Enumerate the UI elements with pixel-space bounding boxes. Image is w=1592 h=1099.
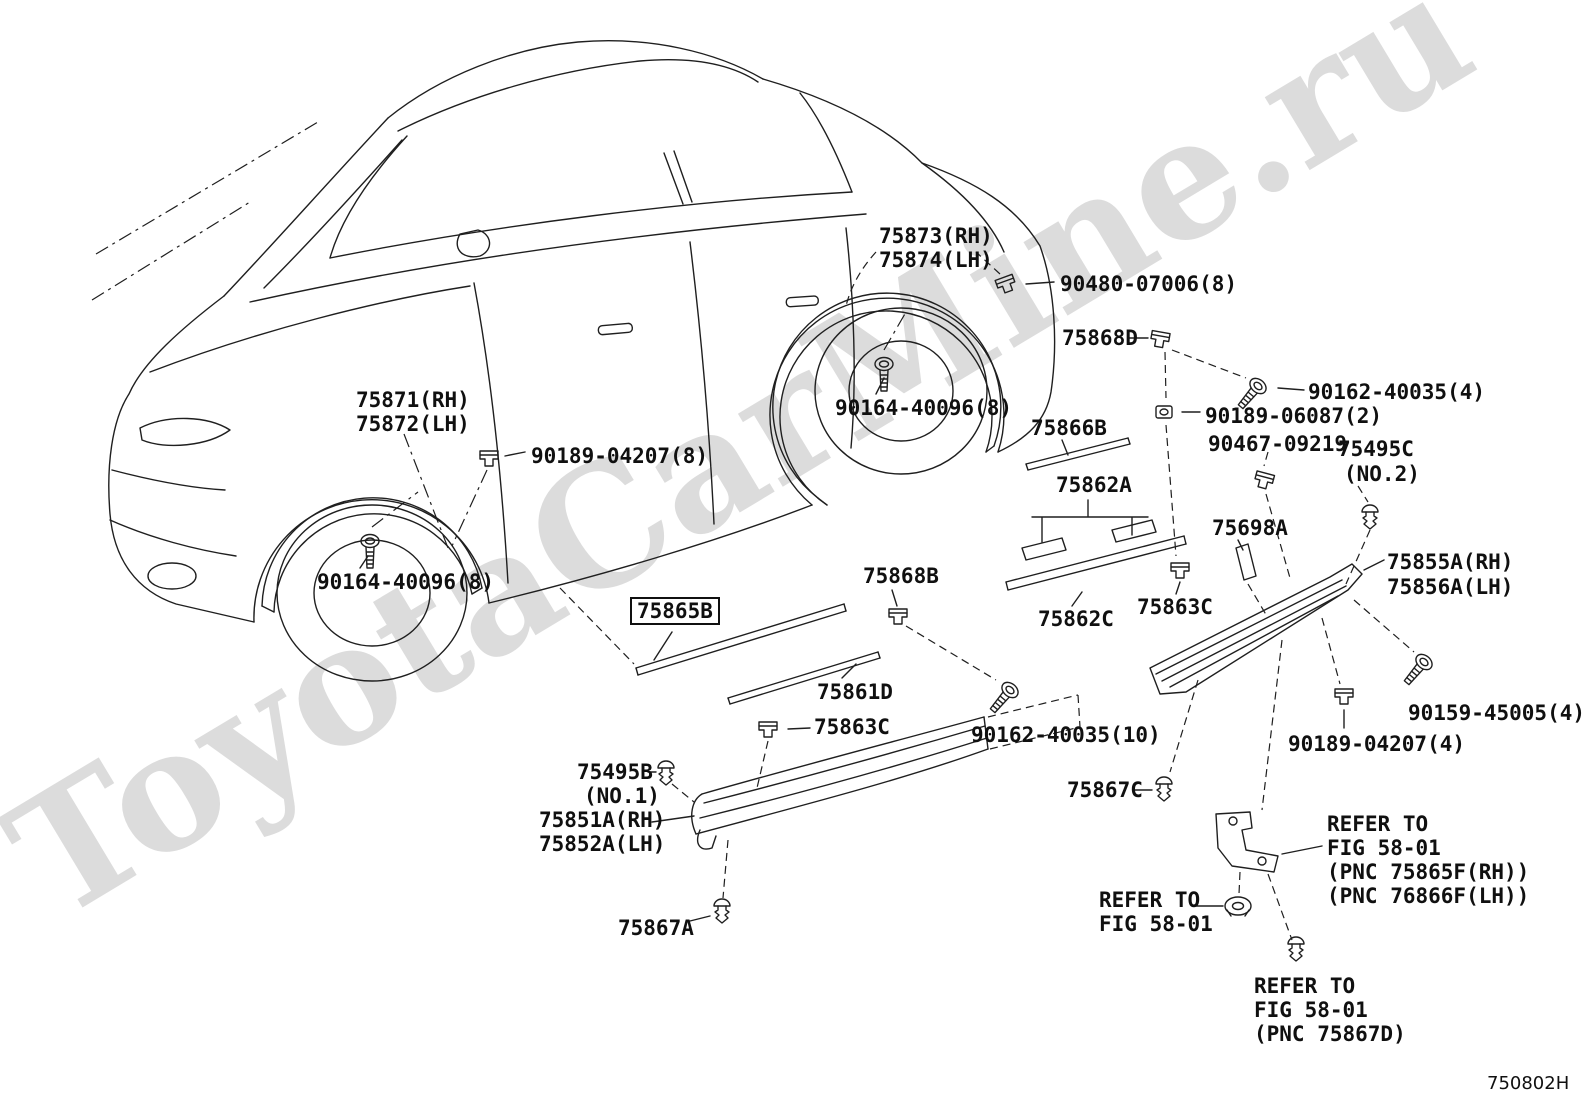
label-90189-04207-8: 90189-04207(8) <box>531 444 709 468</box>
label-75855a-rh: 75855A(RH) <box>1387 550 1514 574</box>
label-90467-09219: 90467-09219 <box>1208 432 1348 456</box>
note-refer1-line3: (PNC 75865F(RH)) <box>1327 860 1530 884</box>
label-90480-07006: 90480-07006(8) <box>1060 272 1238 296</box>
label-75863c-right: 75863C <box>1137 595 1213 619</box>
label-75866b: 75866B <box>1031 416 1107 440</box>
car-drawing <box>91 40 1056 682</box>
label-75865b-selected: 75865B <box>630 597 720 625</box>
label-75495c: 75495C <box>1338 437 1414 461</box>
label-75851a-rh: 75851A(RH) <box>539 808 666 832</box>
label-90189-06087: 90189-06087(2) <box>1205 404 1383 428</box>
strip-75862c <box>1005 535 1187 591</box>
note-refer2-line2: FIG 58-01 <box>1099 912 1213 936</box>
label-75868d: 75868D <box>1062 326 1138 350</box>
grommet-75495b <box>657 760 675 786</box>
moulding-front-fender <box>261 497 483 613</box>
screw-90164-40096-rear <box>874 356 894 392</box>
note-refer1-line2: FIG 58-01 <box>1327 836 1441 860</box>
label-75863c-left: 75863C <box>814 715 890 739</box>
clip-75863c-right <box>1170 562 1190 579</box>
label-75698a: 75698A <box>1212 516 1288 540</box>
clip-90189-04207-8 <box>479 450 499 467</box>
grommet-75867a <box>713 898 731 924</box>
clip-75868b <box>888 608 908 625</box>
label-75868b: 75868B <box>863 564 939 588</box>
label-75861d: 75861D <box>817 680 893 704</box>
note-refer1-line1: REFER TO <box>1327 812 1429 836</box>
leader-lines <box>359 251 1415 941</box>
note-refer2-line1: REFER TO <box>1099 888 1201 912</box>
label-75871-rh: 75871(RH) <box>356 388 470 412</box>
label-75852a-lh: 75852A(LH) <box>539 832 666 856</box>
label-90162-40035-10: 90162-40035(10) <box>971 723 1161 747</box>
bracket-refer1 <box>1215 811 1279 873</box>
label-75873-rh: 75873(RH) <box>879 224 993 248</box>
label-90189-04207-4: 90189-04207(4) <box>1288 732 1466 756</box>
label-75867c: 75867C <box>1067 778 1143 802</box>
pads-75862a <box>1021 499 1157 561</box>
grommet-75495c <box>1361 504 1379 530</box>
note-refer3-line1: REFER TO <box>1254 974 1356 998</box>
strip-75866b <box>1025 437 1131 471</box>
label-90159-45005: 90159-45005(4) <box>1408 701 1586 725</box>
clip-90189-04207-4 <box>1334 688 1354 705</box>
label-75872-lh: 75872(LH) <box>356 412 470 436</box>
note-refer3-line3: (PNC 75867D) <box>1254 1022 1406 1046</box>
note-refer3-line2: FIG 58-01 <box>1254 998 1368 1022</box>
label-90164-40096-front: 90164-40096(8) <box>317 570 495 594</box>
grommet-75867c <box>1155 776 1173 802</box>
grommet-refer2 <box>1224 896 1252 917</box>
note-refer1-line4: (PNC 76866F(LH)) <box>1327 884 1530 908</box>
moulding-parts <box>635 437 1363 917</box>
rocker-panel-75851a <box>691 694 1081 850</box>
label-75874-lh: 75874(LH) <box>879 248 993 272</box>
label-75862a: 75862A <box>1056 473 1132 497</box>
sill-75855a <box>1149 563 1363 695</box>
grommet-refer3 <box>1287 936 1305 962</box>
label-90162-40035-4: 90162-40035(4) <box>1308 380 1486 404</box>
label-75862c: 75862C <box>1038 607 1114 631</box>
fastener-parts <box>360 273 1436 962</box>
nut-90189-06087 <box>1155 405 1173 419</box>
label-75495b: 75495B <box>577 760 653 784</box>
label-75495b-no1: (NO.1) <box>584 784 660 808</box>
moulding-rear-fender <box>772 292 1002 506</box>
clip-75868d <box>1149 329 1171 350</box>
clip-90467-09219 <box>1252 470 1276 491</box>
strip-75865b <box>635 603 847 676</box>
clip-75863c-left <box>758 721 778 738</box>
label-75856a-lh: 75856A(LH) <box>1387 575 1514 599</box>
clip-90480-07006 <box>994 273 1018 296</box>
label-90164-40096-rear: 90164-40096(8) <box>835 396 1013 420</box>
strip-75698a <box>1235 543 1257 581</box>
figure-code: 750802H <box>1487 1073 1570 1094</box>
screw-90162-40035-10 <box>985 678 1022 718</box>
label-75867a: 75867A <box>618 916 694 940</box>
screw-90159-45005 <box>1399 650 1436 690</box>
label-75495c-no2: (NO.2) <box>1344 462 1420 486</box>
